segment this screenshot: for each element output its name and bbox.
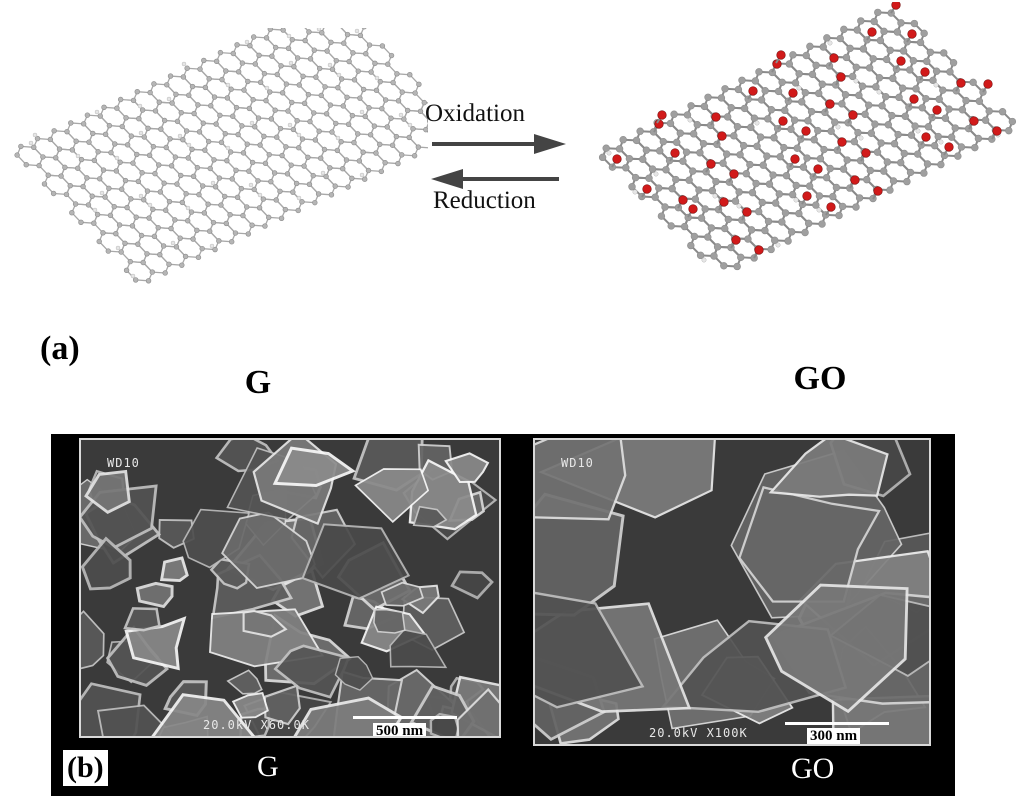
sem-image-graphene-oxide: WD10 20.0kV X100K 300 nm [533,438,931,746]
scale-bar-graphene [353,716,457,719]
oxidation-arrow-icon [432,134,566,154]
panel-b-letter: (b) [63,750,108,786]
reduction-arrow-icon [431,169,559,189]
graphene-oxide-molecule-illustration [598,2,1017,271]
sem-info-text-graphene-oxide: 20.0kV X100K [649,726,748,740]
sem-texture-graphene [81,440,499,736]
sem-corner-text-graphene: WD10 [107,456,140,470]
sem-panel: WD10 20.0kV X60.0K 500 nm WD10 20.0kV X1… [51,434,955,796]
sem-caption-graphene: G [257,750,279,783]
oxidation-label: Oxidation [425,100,525,127]
sem-image-graphene: WD10 20.0kV X60.0K 500 nm [79,438,501,738]
panel-a-letter: (a) [40,330,80,367]
graphene-oxide-label: GO [793,360,847,397]
scale-label-graphene-oxide: 300 nm [807,728,861,744]
sem-caption-graphene-oxide: GO [791,752,835,785]
sem-info-text-graphene: 20.0kV X60.0K [203,718,310,732]
scale-label-graphene: 500 nm [373,723,427,736]
graphene-label: G [244,364,272,401]
scale-bar-graphene-oxide [785,722,889,725]
sem-texture-graphene-oxide [535,440,929,744]
graphene-molecule-illustration [14,28,428,284]
reduction-label: Reduction [433,187,536,214]
sem-corner-text-graphene-oxide: WD10 [561,456,594,470]
